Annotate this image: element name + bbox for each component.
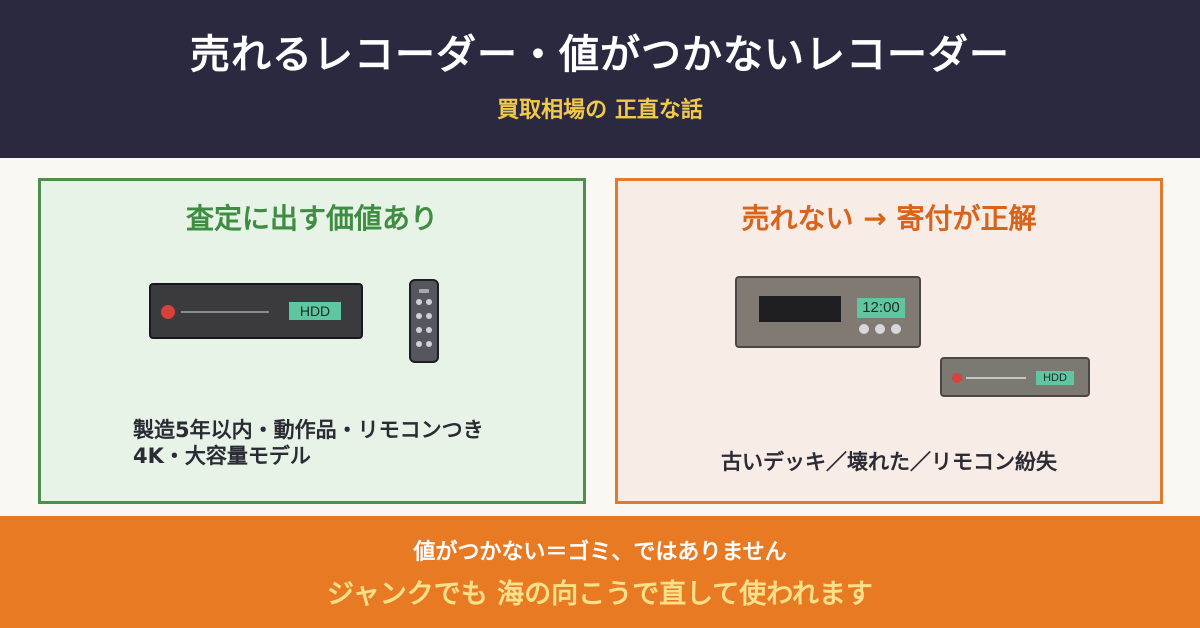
deck-button-icon bbox=[875, 324, 885, 334]
remote-button-icon bbox=[426, 327, 432, 333]
footer-statement: 値がつかない＝ゴミ、ではありません bbox=[413, 540, 787, 565]
unsellable-panel: 売れない → 寄付が正解 12:00 HDD 古いデッキ／壊れた／リモコン紛失 bbox=[615, 178, 1163, 504]
remote-top-bar bbox=[419, 289, 429, 293]
cassette-slot-icon bbox=[759, 296, 841, 322]
remote-button-icon bbox=[426, 299, 432, 305]
vcr-deck-icon: 12:00 bbox=[735, 276, 921, 348]
deck-button-icon bbox=[859, 324, 869, 334]
remote-control-icon bbox=[409, 279, 439, 363]
remote-button-icon bbox=[416, 299, 422, 305]
disc-slot-icon bbox=[181, 311, 269, 313]
unsellable-description: 古いデッキ／壊れた／リモコン紛失 bbox=[721, 450, 1057, 474]
disc-slot-icon bbox=[966, 377, 1026, 379]
small-hdd-recorder-icon: HDD bbox=[940, 357, 1090, 397]
worth-appraisal-panel: 査定に出す価値あり HDD 製造5年以内・動作品・リモコンつき 4K・大容量モデ… bbox=[38, 178, 586, 504]
worth-criteria-line-1: 製造5年以内・動作品・リモコンつき bbox=[133, 418, 484, 442]
hdd-label: HDD bbox=[1036, 371, 1074, 385]
worth-criteria-line-2: 4K・大容量モデル bbox=[133, 444, 311, 468]
remote-button-icon bbox=[416, 341, 422, 347]
unsellable-title: 売れない → 寄付が正解 bbox=[741, 202, 1037, 235]
remote-button-icon bbox=[426, 341, 432, 347]
record-indicator-icon bbox=[952, 373, 962, 383]
deck-button-icon bbox=[891, 324, 901, 334]
page-subtitle: 買取相場の 正直な話 bbox=[497, 98, 703, 123]
footer-highlight: ジャンクでも 海の向こうで直して使われます bbox=[327, 579, 873, 610]
worth-appraisal-title: 査定に出す価値あり bbox=[185, 202, 438, 235]
hdd-recorder-icon: HDD bbox=[149, 283, 363, 339]
remote-button-icon bbox=[416, 327, 422, 333]
worth-appraisal-description: 製造5年以内・動作品・リモコンつき 4K・大容量モデル bbox=[133, 417, 484, 469]
record-indicator-icon bbox=[161, 305, 175, 319]
header-banner: 売れるレコーダー・値がつかないレコーダー 買取相場の 正直な話 bbox=[0, 0, 1200, 158]
clock-display: 12:00 bbox=[857, 298, 905, 318]
remote-button-icon bbox=[416, 313, 422, 319]
hdd-label: HDD bbox=[289, 302, 341, 320]
remote-button-icon bbox=[426, 313, 432, 319]
page-title: 売れるレコーダー・値がつかないレコーダー bbox=[190, 32, 1010, 78]
footer-banner: 値がつかない＝ゴミ、ではありません ジャンクでも 海の向こうで直して使われます bbox=[0, 516, 1200, 628]
